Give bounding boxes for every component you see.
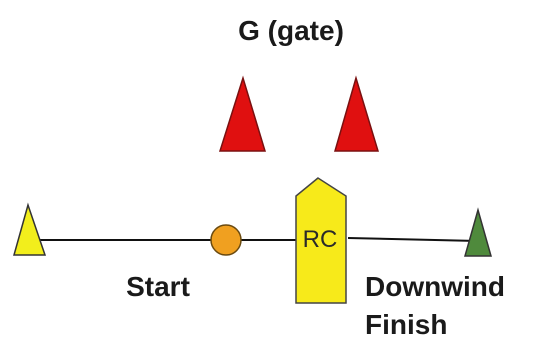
finish-label-line2: Finish <box>365 309 447 340</box>
start-label: Start <box>126 271 190 302</box>
committee-boat <box>295 177 347 304</box>
finish-line <box>347 237 479 242</box>
finish-label-line1: Downwind <box>365 271 505 302</box>
gate-mark-right <box>334 75 380 152</box>
committee-boat-label: RC <box>303 226 338 253</box>
gate-label: G (gate) <box>238 15 344 46</box>
start-ball <box>210 224 242 256</box>
gate-mark-left <box>218 75 267 152</box>
pin-end-mark <box>13 202 47 256</box>
finish-mark <box>464 207 492 257</box>
